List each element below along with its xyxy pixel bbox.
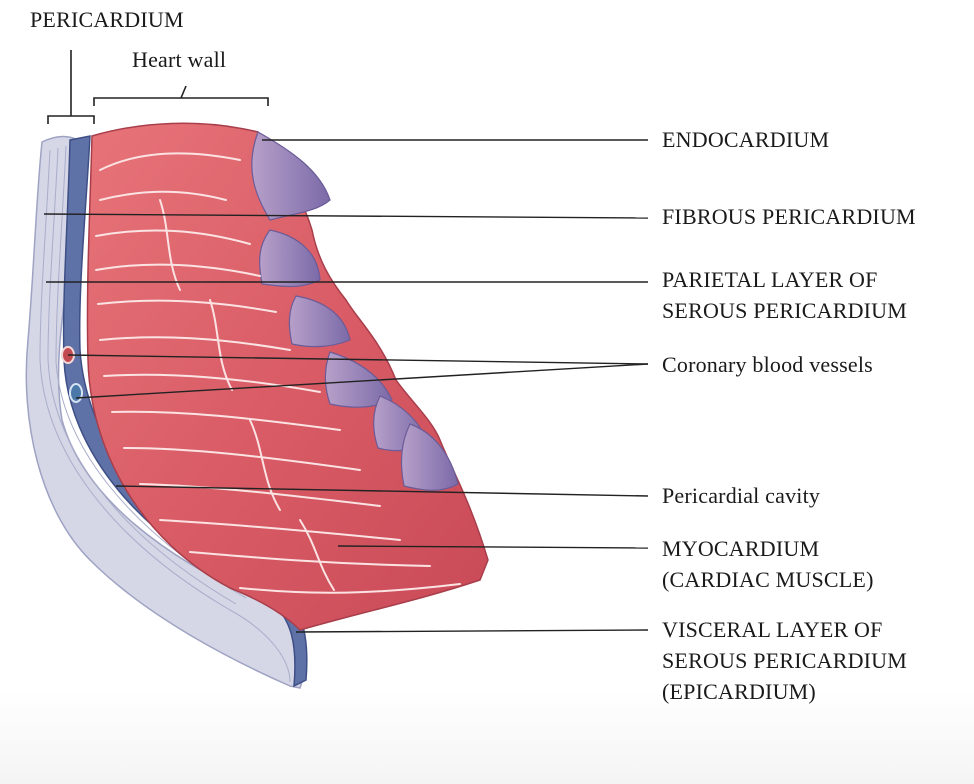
- brackets: [47, 50, 269, 124]
- parietal-line-1: PARIETAL LAYER OF: [662, 267, 878, 292]
- pericardium-label: PERICARDIUM: [30, 7, 184, 32]
- myocardium-label: MYOCARDIUM (CARDIAC MUSCLE): [662, 533, 874, 595]
- visceral-line-2: SEROUS PERICARDIUM: [662, 648, 908, 673]
- coronary-leader-2: [75, 363, 649, 399]
- pericardial-cavity-label: Pericardial cavity: [662, 483, 821, 508]
- heart-wall-label: Heart wall: [132, 47, 227, 72]
- muscle-fiber-lines: [95, 152, 461, 594]
- coronary-leader-1: [67, 354, 649, 365]
- visceral-layer-label: VISCERAL LAYER OF SEROUS PERICARDIUM (EP…: [662, 614, 907, 707]
- leader-lines: [43, 139, 649, 633]
- myocardium-leader: [337, 545, 649, 549]
- heart-wall-bracket: [93, 85, 269, 106]
- visceral-line-1: VISCERAL LAYER OF: [662, 617, 883, 642]
- coronary-vein-icon: [69, 383, 83, 403]
- fibrous-leader: [43, 213, 649, 219]
- fibrous-pericardium-label: FIBROUS PERICARDIUM: [662, 204, 916, 229]
- visceral-leader: [295, 629, 649, 633]
- parietal-line-2: SEROUS PERICARDIUM: [662, 298, 908, 323]
- parietal-layer-label: PARIETAL LAYER OF SEROUS PERICARDIUM: [662, 264, 907, 326]
- myocardium-line-2: (CARDIAC MUSCLE): [662, 567, 874, 592]
- coronary-vessels-label: Coronary blood vessels: [662, 352, 873, 377]
- cavity-leader: [115, 485, 649, 497]
- endocardium-label: ENDOCARDIUM: [662, 127, 830, 152]
- endocardium-ridges: [251, 131, 459, 491]
- visceral-line-3: (EPICARDIUM): [662, 679, 816, 704]
- myocardium-line-1: MYOCARDIUM: [662, 536, 820, 561]
- fibrous-striations: [39, 145, 291, 683]
- pericardium-bracket: [47, 50, 95, 124]
